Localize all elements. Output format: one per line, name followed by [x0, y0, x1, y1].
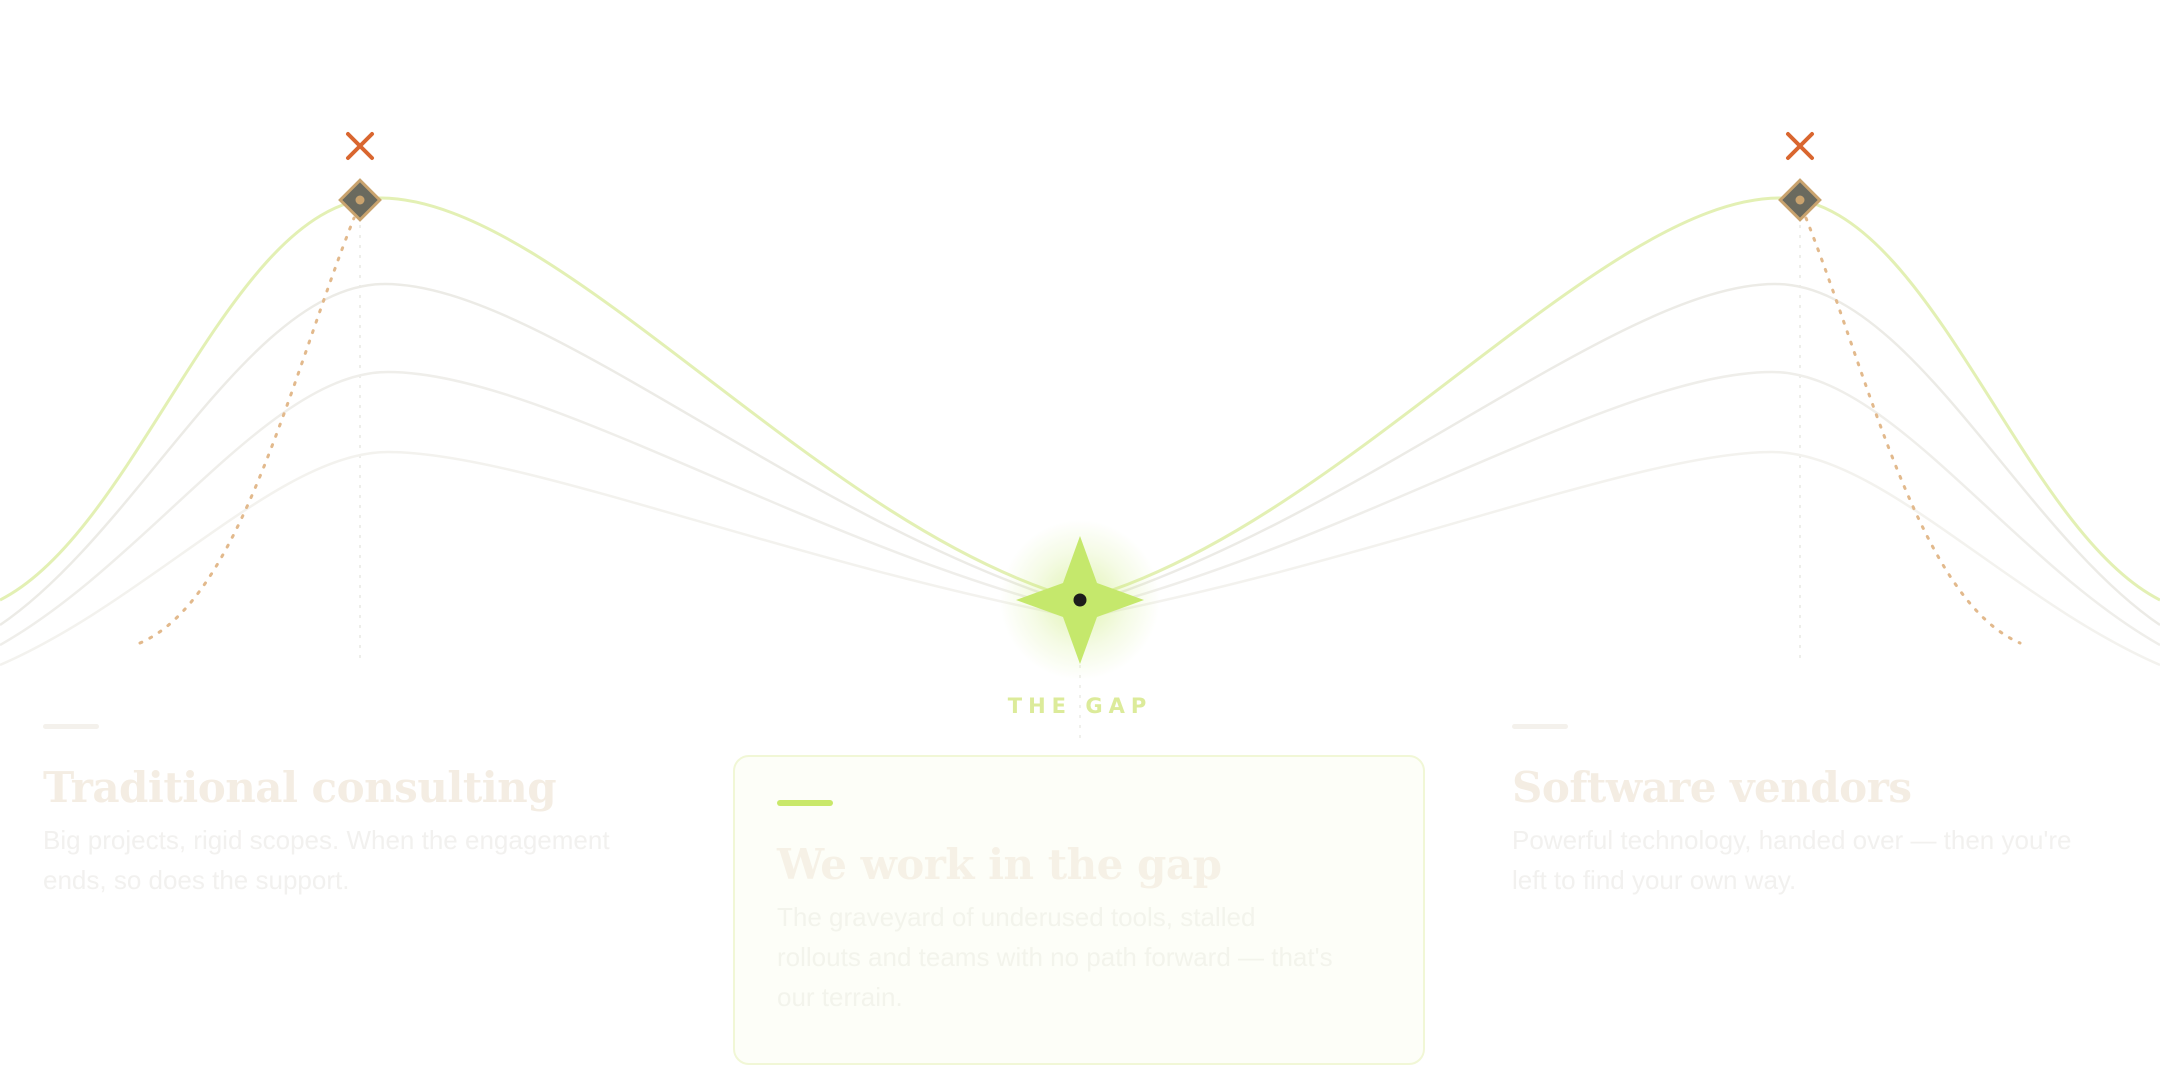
gap-marker [1000, 520, 1160, 680]
dotted-path-right [1804, 216, 2022, 645]
diamond-icon [1778, 178, 1822, 222]
left-column: Traditional consulting Big projects, rig… [43, 715, 643, 900]
gap-card-accent [777, 800, 833, 806]
right-column: Software vendors Powerful technology, ha… [1512, 715, 2112, 900]
peak-marker-left [338, 132, 382, 222]
gap-label: THE GAP [1007, 694, 1153, 718]
left-column-description: Big projects, rigid scopes. When the eng… [43, 825, 610, 895]
cross-icon [1786, 132, 1814, 160]
right-column-rule [1512, 724, 1568, 729]
gap-card-title: We work in the gap [777, 840, 1222, 889]
right-column-title: Software vendors [1512, 763, 1912, 812]
cross-icon [346, 132, 374, 160]
gap-card-description: The graveyard of underused tools, stalle… [777, 902, 1333, 1012]
left-column-rule [43, 724, 99, 729]
diamond-icon [338, 178, 382, 222]
right-column-description: Powerful technology, handed over — then … [1512, 825, 2072, 895]
gap-card: We work in the gap The graveyard of unde… [733, 755, 1425, 1065]
peak-marker-right [1778, 132, 1822, 222]
left-column-title: Traditional consulting [43, 763, 557, 812]
dotted-path-left [138, 216, 356, 645]
